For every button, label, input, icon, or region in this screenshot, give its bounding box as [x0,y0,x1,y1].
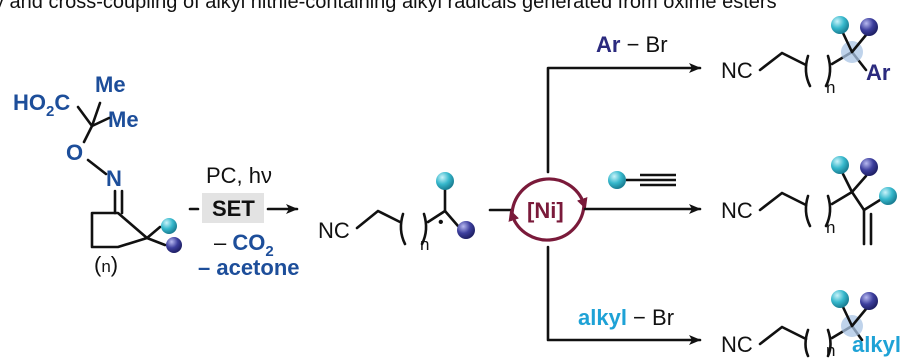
nitrogen-label: N [106,166,122,191]
acetone-loss-label: – acetone [198,255,300,280]
nickel-label: [Ni] [527,198,564,223]
oxygen-label: O [66,140,83,165]
product-top-nc-label: NC [721,58,753,83]
product-middle-nc-label: NC [721,198,753,223]
cyan-alkyne-ball [608,171,626,189]
nickel-cycle: [Ni] [488,177,588,242]
navy-radical-ball [457,221,475,239]
carboxyl-label: HO2C [13,90,70,120]
radical-index-label: n [420,235,429,254]
product-top-aryl-label: Ar [866,60,891,85]
oxime-ester-reactant: HO2C Me Me O N (n) [13,72,182,277]
product-top-index-label: n [826,78,835,97]
product-bottom-nc-label: NC [721,332,753,357]
radical-nc-label: NC [318,218,350,243]
branch-arrows [546,63,702,345]
cyan-substituent-ball [161,218,177,234]
top-caption: y and cross-coupling of alkyl nitrile-co… [0,0,777,13]
alkyl-radical-intermediate: NC n • [318,172,475,254]
product-alkenyl: NC n [721,156,897,246]
alkyne-reagent [608,171,676,189]
cyan-product-bottom-ball [831,290,849,308]
radical-dot: • [438,214,444,231]
navy-substituent-ball [166,237,182,253]
aryl-bromide-label: Ar − Br [596,32,668,57]
cyan-product-middle-ball-2 [879,187,897,205]
navy-product-top-ball [860,18,878,36]
navy-product-middle-ball [860,158,878,176]
cyan-radical-ball [436,172,454,190]
reaction-conditions: PC, hν SET – CO2 – acetone [188,163,300,280]
product-bottom-index-label: n [826,341,835,360]
product-alkyl: NC n alkyl [721,290,901,360]
cyan-product-top-ball [831,16,849,34]
product-bottom-alkyl-label: alkyl [852,332,901,357]
product-middle-index-label: n [826,218,835,237]
cyan-product-middle-ball [831,156,849,174]
methyl-top-label: Me [95,72,126,97]
set-box [202,193,264,223]
methyl-bottom-label: Me [108,107,139,132]
ring-index-label: (n) [94,252,118,277]
set-label: SET [212,196,255,221]
navy-product-bottom-ball [860,292,878,310]
alkyl-bromide-label: alkyl − Br [578,305,674,330]
co2-loss-label: – CO2 [214,230,274,260]
photocatalyst-label: PC, hν [206,163,272,188]
product-aryl: NC n Ar [721,16,891,97]
